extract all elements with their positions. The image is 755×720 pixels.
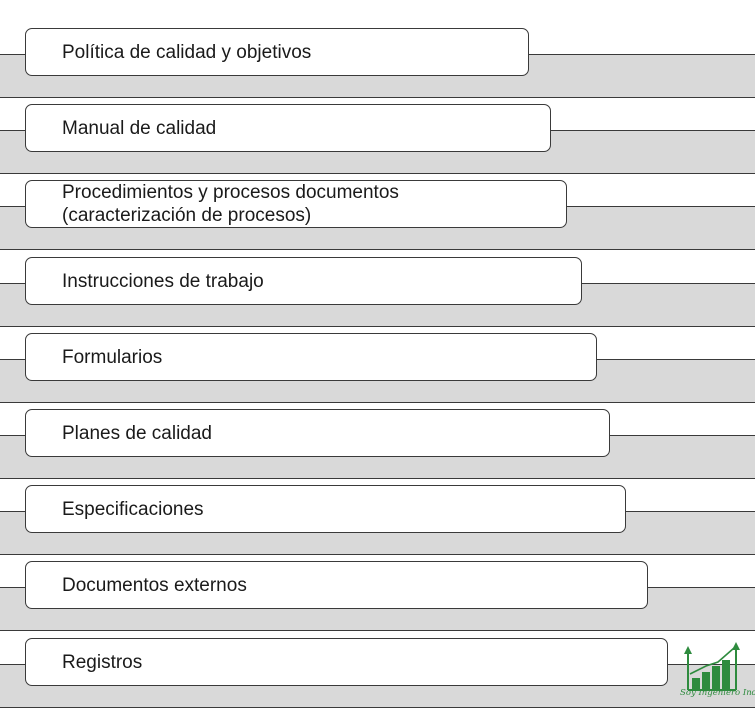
level-box: Procedimientos y procesos documentos (ca…	[25, 180, 567, 228]
level-label: Política de calidad y objetivos	[62, 41, 312, 63]
level-9: Registros	[0, 638, 755, 714]
level-6: Planes de calidad	[0, 409, 755, 485]
level-8: Documentos externos	[0, 561, 755, 637]
level-box: Política de calidad y objetivos	[25, 28, 529, 76]
level-box: Registros	[25, 638, 668, 686]
level-box: Especificaciones	[25, 485, 626, 533]
level-box: Planes de calidad	[25, 409, 610, 457]
level-label: Planes de calidad	[62, 422, 212, 444]
level-label: Manual de calidad	[62, 117, 217, 139]
level-4: Instrucciones de trabajo	[0, 257, 755, 333]
level-label: Procedimientos y procesos documentos (ca…	[62, 182, 399, 226]
level-1: Política de calidad y objetivos	[0, 28, 755, 104]
level-box: Documentos externos	[25, 561, 648, 609]
level-label: Especificaciones	[62, 498, 204, 520]
level-label: Documentos externos	[62, 574, 247, 596]
level-3: Procedimientos y procesos documentos (ca…	[0, 180, 755, 256]
level-label: Instrucciones de trabajo	[62, 270, 264, 292]
level-box: Formularios	[25, 333, 597, 381]
level-2: Manual de calidad	[0, 104, 755, 180]
watermark-text: Soy Ingeniero Industrial	[680, 688, 755, 698]
level-box: Instrucciones de trabajo	[25, 257, 582, 305]
level-5: Formularios	[0, 333, 755, 409]
level-label: Formularios	[62, 346, 163, 368]
level-box: Manual de calidad	[25, 104, 551, 152]
rising-bar-chart-icon	[684, 642, 740, 691]
level-7: Especificaciones	[0, 485, 755, 561]
level-label: Registros	[62, 651, 143, 673]
